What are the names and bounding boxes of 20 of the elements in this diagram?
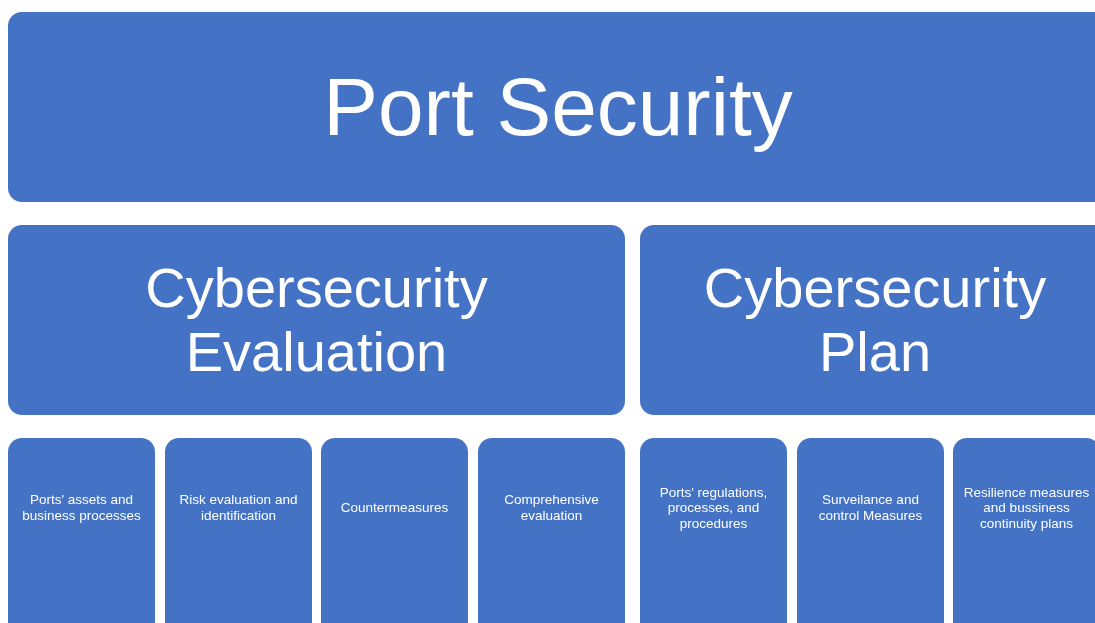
item-box	[321, 438, 468, 623]
item-box	[165, 438, 312, 623]
category-box	[640, 225, 1095, 415]
category-box	[8, 225, 625, 415]
item-text: Ports' assets and business processes	[21, 492, 142, 524]
item-box	[953, 438, 1095, 623]
item-text: Resilience measures and bussiness continuity plans	[962, 484, 1091, 532]
heading-text: Port Security	[323, 59, 793, 154]
category-text: Cybersecurity Evaluation	[144, 255, 489, 385]
item-box	[478, 438, 625, 623]
item-box	[640, 438, 787, 623]
item-text: Surveilance and control Measures	[817, 492, 924, 524]
item-box	[8, 438, 155, 623]
item-text: Ports' regulations, processes, and procedures	[658, 484, 769, 532]
item-text: Risk evaluation and identification	[178, 492, 299, 524]
item-box	[797, 438, 944, 623]
heading-box	[8, 12, 1095, 202]
item-text: Countermeasures	[339, 500, 450, 516]
item-text: Comprehensive evaluation	[503, 492, 600, 524]
category-text: Cybersecurity Plan	[702, 255, 1048, 385]
